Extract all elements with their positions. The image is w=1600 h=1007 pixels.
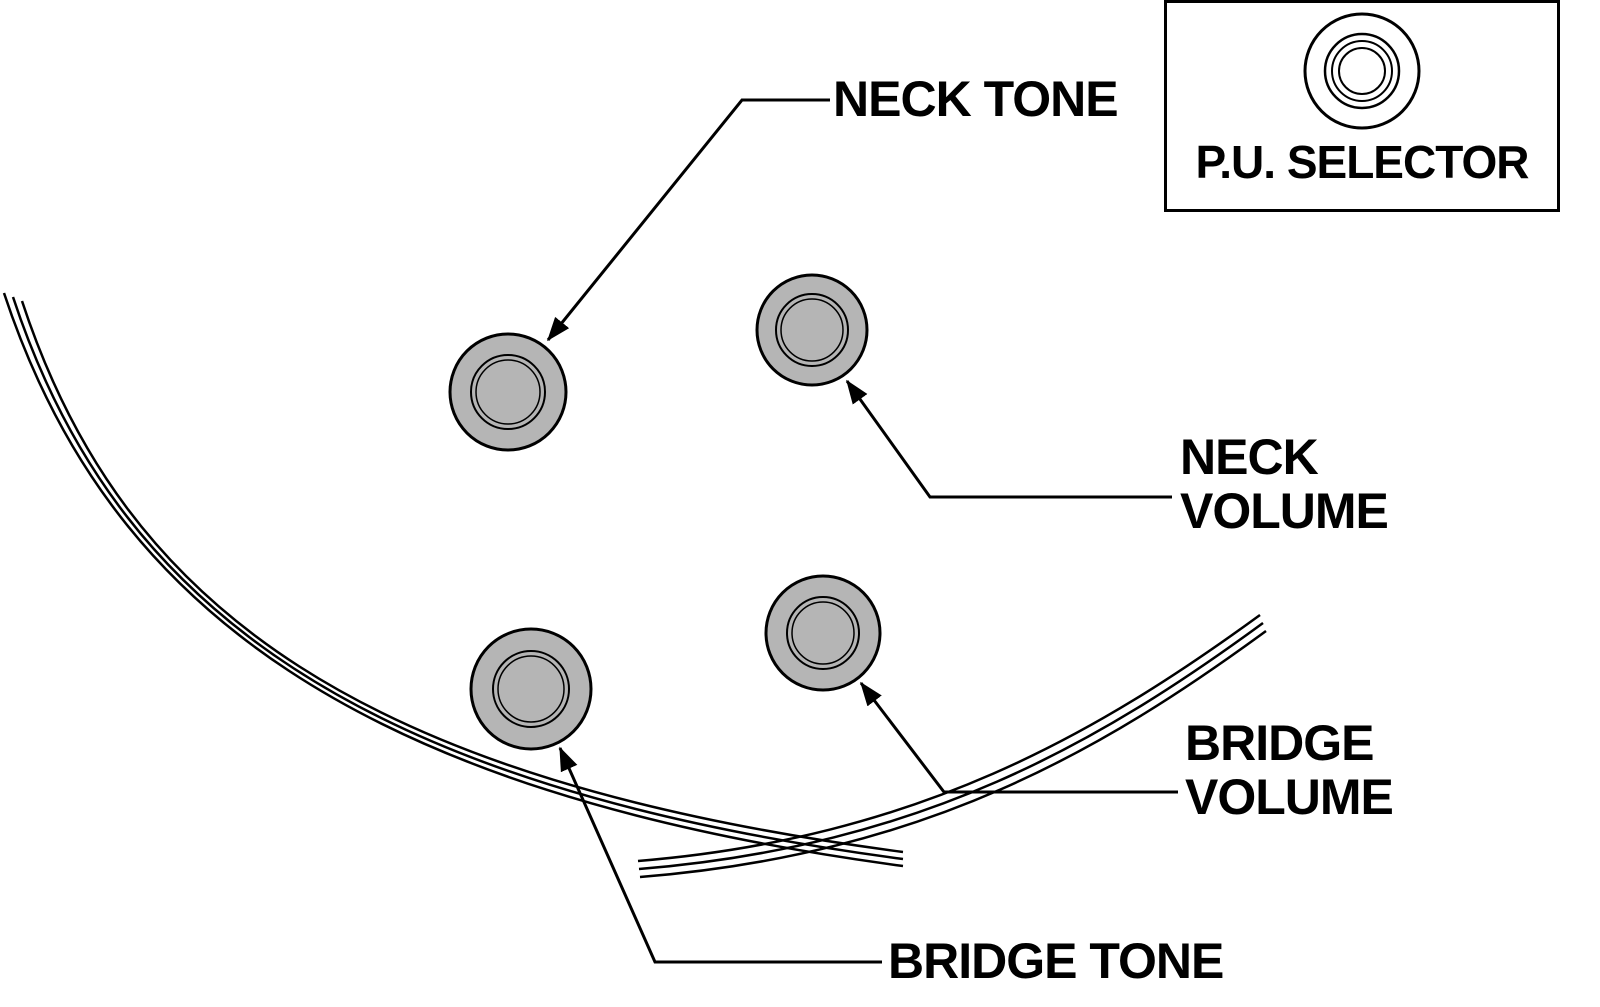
bridge-tone-leader-arrow — [558, 746, 882, 964]
neck-tone-knob — [448, 332, 568, 452]
neck-tone-label: NECK TONE — [833, 71, 1119, 127]
bridge-volume-label: BRIDGE VOLUME — [1185, 715, 1394, 825]
neck-volume-label-line2: VOLUME — [1180, 483, 1389, 539]
body-edge-curve-left — [2, 292, 904, 868]
neck-volume-knob — [755, 273, 869, 387]
bridge-volume-label-line1: BRIDGE — [1185, 715, 1374, 771]
knob-top-view-icon — [1303, 12, 1421, 130]
neck-volume-leader-arrow — [845, 379, 1172, 499]
bridge-tone-label-text: BRIDGE TONE — [888, 933, 1224, 989]
neck-volume-label: NECK VOLUME — [1180, 429, 1389, 539]
neck-tone-label-text: NECK TONE — [833, 71, 1119, 127]
bridge-volume-label-line2: VOLUME — [1185, 769, 1394, 825]
pu-selector-box: P.U. SELECTOR — [1164, 0, 1560, 212]
neck-tone-leader-arrow — [546, 98, 830, 342]
body-edge-curve-right — [637, 613, 1267, 879]
bridge-tone-label: BRIDGE TONE — [888, 933, 1224, 989]
bridge-volume-leader-arrow — [859, 681, 1178, 794]
bridge-volume-knob — [764, 574, 882, 692]
neck-volume-label-line1: NECK — [1180, 429, 1319, 485]
bridge-tone-knob — [469, 627, 593, 751]
pu-selector-label: P.U. SELECTOR — [1195, 136, 1530, 188]
